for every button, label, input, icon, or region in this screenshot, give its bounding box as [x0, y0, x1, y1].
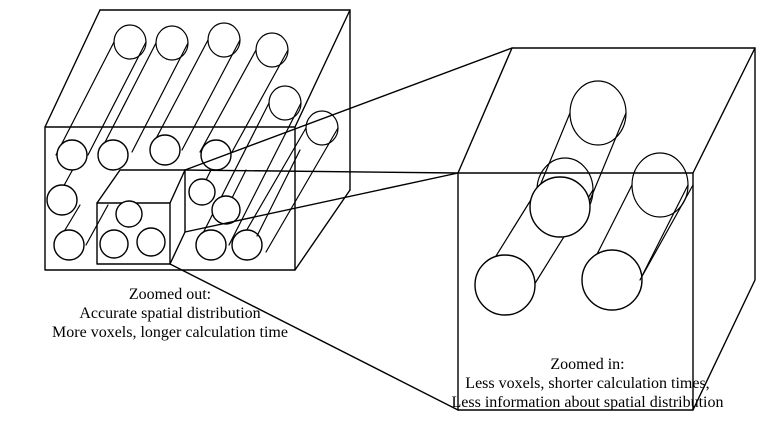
zoomed-in-block [457, 47, 756, 411]
cylinder-cap [99, 229, 129, 259]
zoomed-in-line-2: Less voxels, shorter calculation times, [465, 375, 710, 392]
cylinder [149, 22, 241, 151]
cylinder-cap [581, 249, 643, 311]
zoom-connector-lines [169, 47, 513, 411]
outer-box-back-edges [44, 9, 351, 271]
zoomed-out-title: Zoomed out: [128, 286, 212, 303]
cylinder-cap [46, 184, 78, 216]
cylinder-cap [474, 254, 536, 316]
cylinder [99, 25, 189, 153]
cylinder-cap [115, 200, 143, 228]
cylinder-cap [211, 195, 241, 225]
zoomed-in-line-3: Less information about spatial distribut… [451, 394, 724, 411]
zoomed-in-caption: Zoomed in: Less voxels, shorter calculat… [410, 355, 765, 412]
zoomed-out-block [44, 9, 351, 271]
cylinder-cap [53, 229, 85, 261]
cylinder-cap [149, 134, 181, 166]
selected-voxel [96, 169, 186, 265]
cylinder-cap [188, 178, 216, 206]
cylinder-cap [195, 229, 227, 261]
cylinder-cap [136, 227, 166, 257]
cylinders-far [55, 22, 339, 253]
zoomed-box-front-face [457, 172, 694, 411]
zoomed-in-title: Zoomed in: [550, 356, 625, 373]
cylinder [55, 24, 147, 156]
cylinder-cap [231, 229, 263, 261]
cylinder [583, 152, 689, 281]
outer-box-front-face [44, 126, 296, 271]
cylinder-cap [56, 139, 88, 171]
cylinder-cap [529, 176, 591, 238]
cylinder-front-caps [46, 134, 301, 261]
cylinder [199, 32, 289, 153]
zoomed-out-caption: Zoomed out: Accurate spatial distributio… [5, 285, 335, 342]
cylinder-cap [97, 139, 129, 171]
zoomed-out-line-2: Accurate spatial distribution [79, 305, 261, 322]
zoomed-out-line-3: More voxels, longer calculation time [52, 324, 288, 341]
